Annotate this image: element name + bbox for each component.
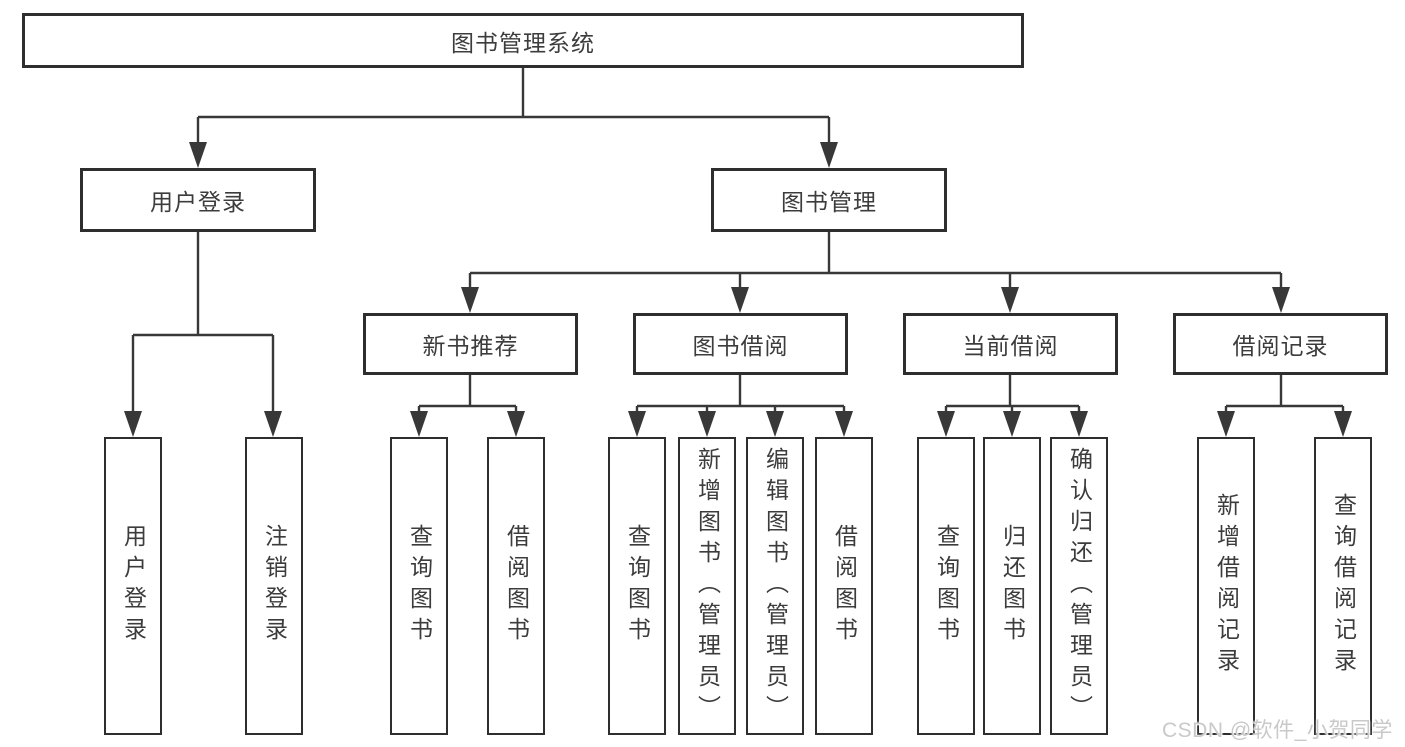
csdn-watermark: CSDN @软件_小贺同学: [1162, 719, 1393, 742]
node-leaf-add-borrow-record: 新增借阅记录: [1197, 437, 1255, 735]
node-book-management: 图书管理: [711, 168, 947, 232]
node-leaf-query-books-recommend: 查询图书: [390, 437, 448, 735]
node-new-book-recommend: 新书推荐: [363, 313, 578, 375]
node-leaf-edit-books-admin: 编辑图书（管理员）: [746, 437, 804, 735]
node-leaf-user-login: 用户登录: [104, 437, 162, 735]
node-borrowing-records: 借阅记录: [1173, 313, 1388, 375]
node-library-system: 图书管理系统: [22, 13, 1024, 68]
node-leaf-return-books: 归还图书: [983, 437, 1041, 735]
node-leaf-add-books-admin: 新增图书（管理员）: [678, 437, 736, 735]
node-user-login: 用户登录: [80, 168, 316, 232]
node-leaf-borrow-books-recommend: 借阅图书: [487, 437, 545, 735]
node-leaf-confirm-return-admin: 确认归还（管理员）: [1050, 437, 1108, 735]
node-current-borrowing: 当前借阅: [903, 313, 1118, 375]
node-leaf-query-books-current: 查询图书: [917, 437, 975, 735]
node-leaf-borrow-books-borrowing: 借阅图书: [815, 437, 873, 735]
node-leaf-query-books-borrowing: 查询图书: [608, 437, 666, 735]
node-leaf-query-borrow-record: 查询借阅记录: [1314, 437, 1372, 735]
node-leaf-logout: 注销登录: [245, 437, 303, 735]
node-book-borrowing: 图书借阅: [633, 313, 848, 375]
